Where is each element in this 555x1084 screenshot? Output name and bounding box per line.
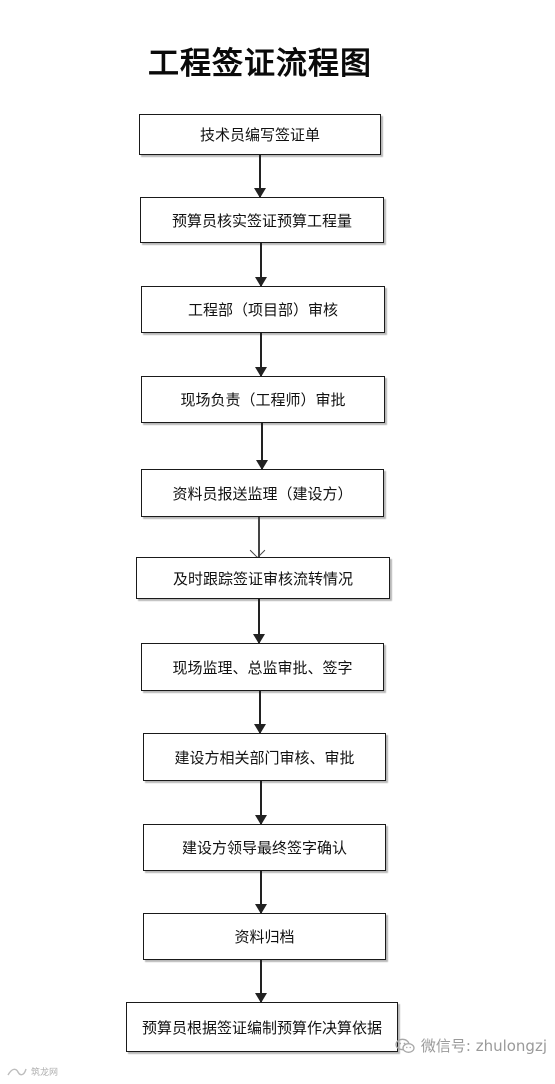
step-3: 工程部（项目部）审核 — [141, 286, 385, 333]
arrow-3 — [255, 333, 267, 377]
arrow-5 — [258, 517, 260, 557]
step-5: 资料员报送监理（建设方） — [141, 469, 384, 517]
step-6: 及时跟踪签证审核流转情况 — [136, 557, 390, 599]
arrow-8 — [255, 781, 267, 825]
arrow-10 — [255, 960, 267, 1003]
step-11: 预算员根据签证编制预算作决算依据 — [126, 1002, 398, 1052]
logo-text: 筑龙网 — [31, 1068, 59, 1078]
arrow-7 — [254, 691, 266, 734]
arrow-2 — [255, 243, 267, 287]
step-7: 现场监理、总监审批、签字 — [141, 643, 384, 691]
wechat-id: 微信号: zhulongzj — [420, 1037, 547, 1055]
diagram-title: 工程签证流程图 — [148, 46, 372, 82]
arrow-1 — [254, 155, 266, 198]
wechat-watermark: 微信号: zhulongzj — [395, 1035, 547, 1056]
step-2: 预算员核实签证预算工程量 — [140, 197, 384, 243]
step-9: 建设方领导最终签字确认 — [143, 824, 386, 871]
step-8: 建设方相关部门审核、审批 — [143, 733, 386, 781]
wechat-icon — [395, 1038, 415, 1053]
arrow-6 — [253, 599, 265, 644]
arrow-4 — [256, 423, 268, 470]
step-4: 现场负责（工程师）审批 — [141, 376, 385, 423]
logo-icon — [7, 1068, 27, 1075]
step-1: 技术员编写签证单 — [139, 114, 381, 155]
arrow-9 — [255, 871, 267, 914]
step-10: 资料归档 — [143, 913, 386, 960]
site-logo-watermark: 筑龙网 — [6, 1065, 58, 1078]
